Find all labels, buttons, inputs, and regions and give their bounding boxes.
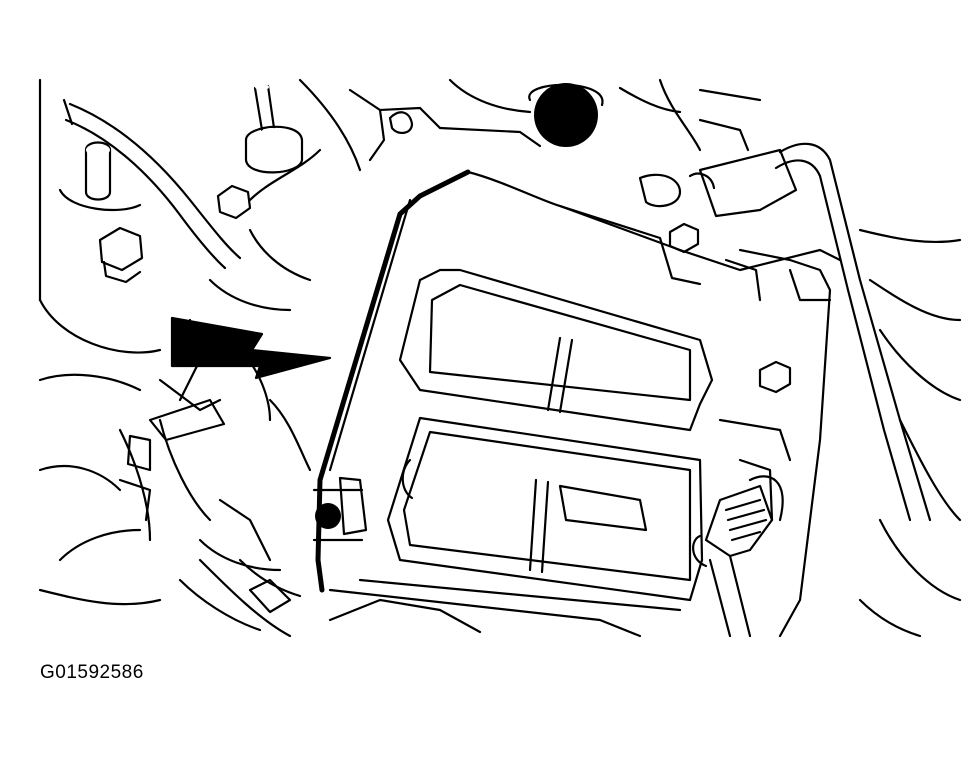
wiring-clip: [118, 398, 302, 638]
stud-bolt-icon: [244, 84, 304, 174]
hose-connector: [58, 141, 142, 212]
figure-code: G01592586: [40, 662, 144, 683]
right-pipe: [774, 142, 932, 522]
bolt-upper-icon: [216, 184, 252, 220]
bolt-right-icon: [758, 360, 792, 394]
callout-arrow-icon: [170, 316, 332, 380]
oil-pan: [312, 169, 842, 638]
bolt-center-icon: [668, 222, 700, 254]
pipe-connector: [638, 148, 798, 218]
bolt-left-icon: [98, 226, 144, 284]
filler-cap: [528, 83, 604, 147]
hose-clamp: [692, 484, 774, 638]
engine-background: [38, 78, 962, 638]
hose-tube: [62, 98, 242, 270]
right-rail: [718, 248, 832, 638]
